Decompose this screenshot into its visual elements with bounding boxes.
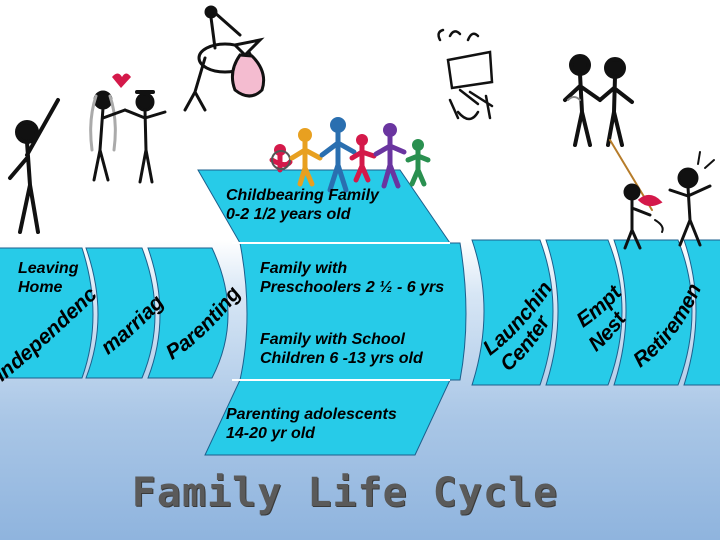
label-leaving-home: Leaving Home (18, 260, 79, 296)
label-preschoolers: Family with Preschoolers 2 ½ - 6 yrs (260, 260, 445, 296)
chevron-marriage (85, 247, 156, 379)
chevron-retirement (613, 239, 693, 386)
falling-person-icon (437, 28, 494, 121)
chevron-retirement-tail (683, 239, 720, 386)
chevron-empty-nest (545, 239, 623, 386)
family-group-icon (269, 117, 431, 193)
pointing-person-icon (8, 98, 60, 234)
page-title: Family Life Cycle (131, 470, 559, 516)
fishing-figure-icon (609, 139, 715, 250)
label-adolescents: Parenting adolescents 14-20 yr old (226, 406, 397, 442)
stork-with-baby-icon (183, 5, 266, 112)
bride-groom-icon (89, 73, 167, 184)
chevron-independence (0, 247, 94, 379)
label-childbearing: Childbearing Family 0-2 1/2 years old (226, 187, 379, 223)
chevron-parenting (147, 247, 229, 379)
label-school-children: Family with School Children 6 -13 yrs ol… (260, 331, 423, 367)
couple-holding-hands-icon (563, 54, 634, 147)
chevron-launching (471, 239, 554, 386)
